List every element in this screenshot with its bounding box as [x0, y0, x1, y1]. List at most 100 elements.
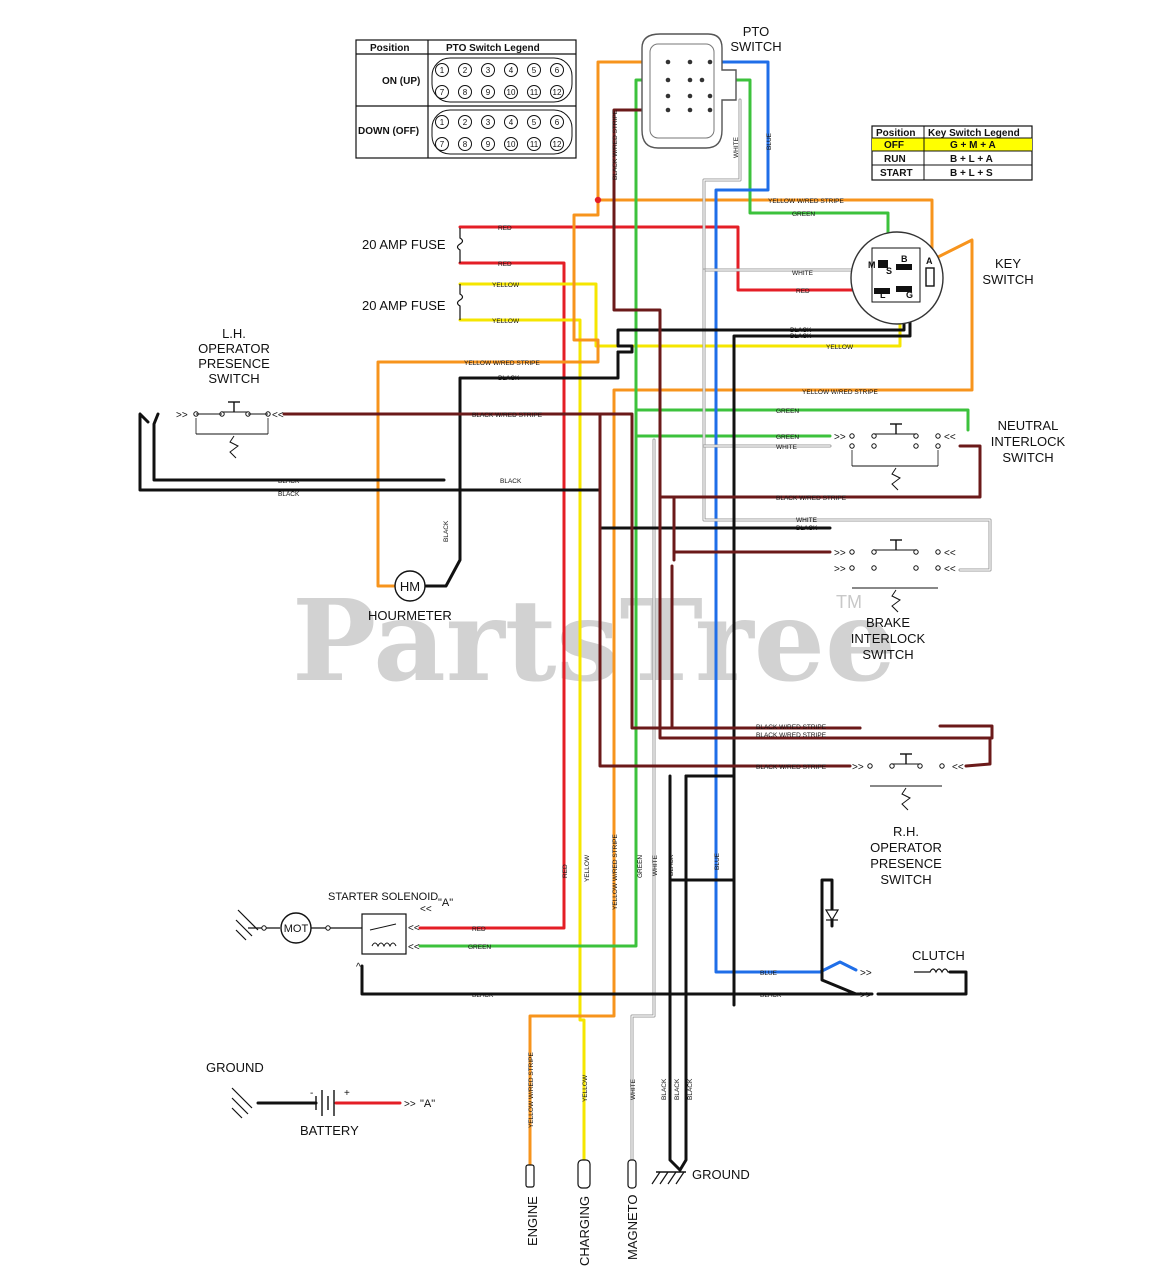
battery-plus: + — [344, 1088, 350, 1099]
label-line: BRAKE — [866, 615, 910, 630]
pto-switch-connector — [641, 33, 737, 149]
wire-black-ground2 — [678, 774, 688, 1172]
pto-pin — [550, 63, 564, 77]
wire-label: YELLOW W/RED STRIPE — [612, 833, 619, 910]
pto-pin — [435, 115, 449, 129]
key-legend-run-value: B + L + A — [950, 154, 993, 165]
wire-black-clutch-return — [876, 970, 968, 996]
pto-pin-number: 1 — [440, 118, 445, 127]
pto-pin-number: 12 — [553, 88, 562, 97]
pto-pin — [527, 115, 541, 129]
key-legend-position-header: Position — [876, 128, 915, 139]
magneto-label: MAGNETO — [625, 1195, 640, 1261]
pto-pin — [504, 85, 518, 99]
key-legend-off-value: G + M + A — [950, 140, 996, 151]
clutch-label: CLUTCH — [912, 948, 965, 963]
svg-text:>>: >> — [834, 548, 846, 559]
wire-label: YELLOW — [826, 344, 854, 351]
wire-label: BLACK W/RED STRIPE — [756, 724, 827, 731]
svg-text:<<: << — [272, 410, 284, 421]
rh-presence-switch: >> << — [852, 753, 964, 811]
svg-text:>>: >> — [860, 990, 872, 1001]
label-line: PRESENCE — [870, 856, 942, 871]
pto-pin — [504, 137, 518, 151]
label-line: SWITCH — [982, 272, 1033, 287]
label-line: OPERATOR — [870, 840, 942, 855]
wire-label: YELLOW W/RED STRIPE — [802, 389, 879, 396]
wire-label: BLACK — [498, 375, 520, 382]
pto-pin — [550, 137, 564, 151]
pto-pin — [504, 63, 518, 77]
pto-pin-number: 2 — [463, 118, 468, 127]
pto-pin — [458, 137, 472, 151]
key-switch-legend: Position Key Switch Legend OFF G + M + A… — [871, 125, 1033, 181]
lh-presence-switch: >> << — [176, 401, 284, 459]
key-pin-a: A — [926, 256, 933, 266]
wire-label: BLACK — [687, 1078, 694, 1100]
pto-pin — [435, 85, 449, 99]
svg-text:<<: << — [944, 564, 956, 575]
engine-label: ENGINE — [525, 1196, 540, 1246]
wire-black-hourmeter — [424, 350, 620, 588]
pin-box — [431, 109, 573, 155]
svg-text:>>: >> — [404, 1099, 416, 1110]
pto-pin-number: 5 — [532, 66, 537, 75]
fuse-1-label: 20 AMP FUSE — [362, 237, 446, 252]
wire-orange-fuse — [376, 198, 600, 588]
wire-label: BLACK W/RED STRIPE — [756, 732, 827, 739]
svg-text:<<: << — [952, 762, 964, 773]
neutral-interlock-switch: >> << — [834, 423, 956, 491]
wire-label: WHITE — [796, 517, 818, 524]
pto-pin-number: 11 — [530, 88, 539, 97]
svg-text:>>: >> — [176, 410, 188, 421]
label-line: SWITCH — [880, 872, 931, 887]
pto-pin — [435, 137, 449, 151]
key-legend-off: OFF — [884, 140, 904, 151]
starter-solenoid: << << << ^ — [356, 904, 432, 973]
key-pin-b: B — [901, 254, 908, 264]
brake-interlock-switch: >> << >> << — [834, 539, 956, 613]
wire-label: BLACK W/RED STRIPE — [776, 495, 847, 502]
pto-pin — [458, 63, 472, 77]
connector-pin — [707, 107, 713, 113]
wire-label: BLACK — [278, 491, 300, 498]
wire-label: GREEN — [792, 211, 815, 218]
wire-orange-key — [528, 238, 974, 1187]
wire-label: BLACK — [790, 327, 812, 334]
pto-pin — [481, 137, 495, 151]
wire-label: WHITE — [776, 444, 798, 451]
pto-pin-number: 10 — [507, 88, 516, 97]
wires — [138, 60, 994, 1187]
wire-label: WHITE — [733, 136, 740, 158]
wire-black-key — [616, 298, 906, 354]
wire-label: BLACK — [472, 992, 494, 999]
svg-text:<<: << — [944, 548, 956, 559]
pto-pin-number: 7 — [440, 88, 445, 97]
svg-text:>>: >> — [834, 564, 846, 575]
key-pin-s: S — [886, 266, 892, 276]
connector-pin — [687, 93, 693, 99]
pto-pin — [458, 85, 472, 99]
pto-pin-number: 2 — [463, 66, 468, 75]
connector-pin — [665, 59, 671, 65]
battery: - + >> — [231, 1087, 416, 1119]
label-line: SWITCH — [1002, 450, 1053, 465]
key-pin-l: L — [880, 290, 886, 300]
ground-top-label: GROUND — [206, 1060, 264, 1075]
off-row-highlight — [872, 138, 1032, 151]
wire-label: YELLOW — [582, 1074, 589, 1102]
wire-red-main — [458, 225, 886, 292]
svg-text:<<: << — [408, 942, 420, 953]
key-legend-run: RUN — [884, 154, 906, 165]
battery-label: BATTERY — [300, 1123, 359, 1138]
svg-text:<<: << — [420, 904, 432, 915]
pto-pin — [458, 115, 472, 129]
wire-green-pto — [700, 78, 890, 250]
pto-pin-number: 6 — [555, 118, 560, 127]
pin-box — [431, 57, 573, 103]
pto-pin — [481, 63, 495, 77]
pto-switch-legend: Position PTO Switch Legend ON (UP) DOWN … — [355, 39, 577, 159]
